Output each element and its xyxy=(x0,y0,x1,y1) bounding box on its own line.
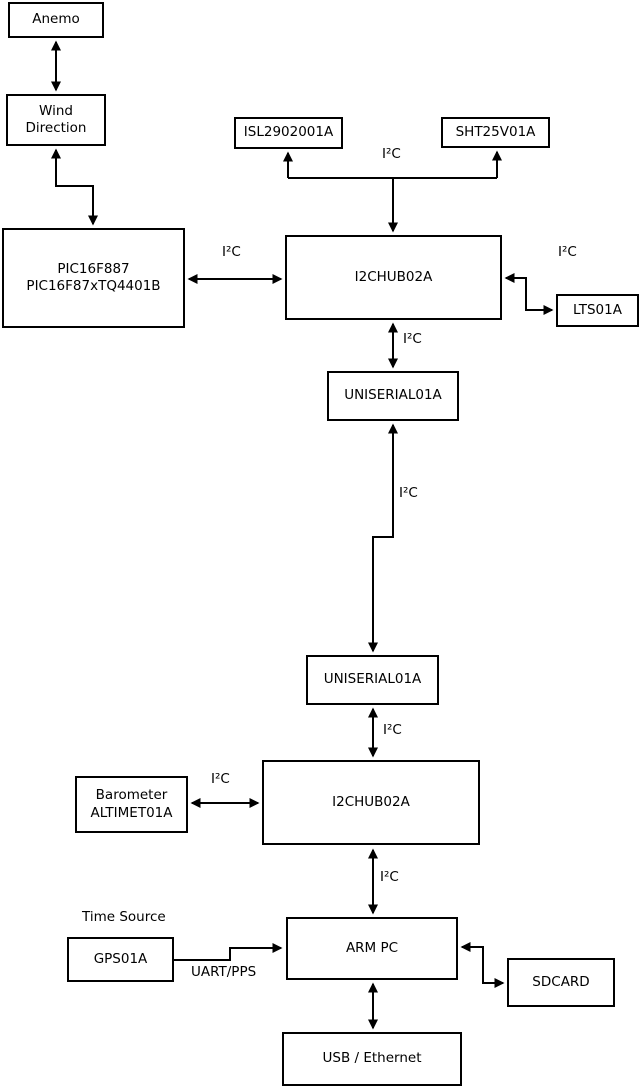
node-pic16f887: PIC16F887 PIC16F87xTQ4401B xyxy=(2,228,185,328)
label-i2c-hub-arm: I²C xyxy=(380,869,399,885)
label-i2c-barometer-hub: I²C xyxy=(211,771,230,787)
node-i2chub02a-bottom: I2CHUB02A xyxy=(262,760,480,845)
node-isl2902001a-label: ISL2902001A xyxy=(243,124,334,141)
node-gps01a-label: GPS01A xyxy=(93,950,148,967)
node-arm-pc-label: ARM PC xyxy=(345,939,399,956)
label-i2c-pic-hub: I²C xyxy=(222,244,241,260)
node-i2chub02a-bottom-label: I2CHUB02A xyxy=(332,793,410,810)
node-uniserial01a-bottom: UNISERIAL01A xyxy=(306,655,439,705)
edge-arm-sdcard xyxy=(460,942,505,988)
node-wind-direction-label: Wind Direction xyxy=(25,102,87,136)
label-time-source: Time Source xyxy=(82,909,166,925)
label-i2c-long-link: I²C xyxy=(399,485,418,501)
node-uniserial01a-top: UNISERIAL01A xyxy=(327,371,459,421)
node-uniserial01a-bottom-label: UNISERIAL01A xyxy=(323,671,422,688)
edge-hub-top-lts xyxy=(504,273,554,315)
node-sdcard: SDCARD xyxy=(507,958,615,1007)
label-i2c-uniserial-hub: I²C xyxy=(383,722,402,738)
node-uniserial01a-top-label: UNISERIAL01A xyxy=(344,387,442,404)
node-i2chub02a-top: I2CHUB02A xyxy=(285,235,502,320)
edge-wind-pic xyxy=(51,148,98,226)
edge-gps-arm xyxy=(174,943,283,961)
node-lts01a-label: LTS01A xyxy=(573,301,622,318)
node-anemo-label: Anemo xyxy=(32,11,80,28)
edge-uniserial-uniserial xyxy=(368,423,398,653)
node-sht25v01a: SHT25V01A xyxy=(441,117,550,148)
node-sht25v01a-label: SHT25V01A xyxy=(455,123,536,140)
node-gps01a: GPS01A xyxy=(67,937,174,982)
node-pic16f887-label: PIC16F887 PIC16F87xTQ4401B xyxy=(26,260,161,294)
node-wind-direction: Wind Direction xyxy=(6,94,106,146)
node-anemo: Anemo xyxy=(8,2,104,38)
label-i2c-bus-top: I²C xyxy=(382,146,401,162)
label-i2c-hub-lts: I²C xyxy=(558,244,577,260)
node-isl2902001a: ISL2902001A xyxy=(234,117,343,149)
node-barometer-altimet01a: Barometer ALTIMET01A xyxy=(75,776,188,833)
label-uart-pps: UART/PPS xyxy=(191,964,257,980)
node-usb-ethernet: USB / Ethernet xyxy=(282,1032,462,1086)
node-sdcard-label: SDCARD xyxy=(532,973,590,990)
label-i2c-hub-uniserial: I²C xyxy=(403,331,422,347)
node-lts01a: LTS01A xyxy=(556,294,639,327)
node-barometer-altimet01a-label: Barometer ALTIMET01A xyxy=(90,787,173,821)
node-arm-pc: ARM PC xyxy=(286,917,458,980)
node-i2chub02a-top-label: I2CHUB02A xyxy=(354,268,433,285)
node-usb-ethernet-label: USB / Ethernet xyxy=(322,1050,422,1067)
